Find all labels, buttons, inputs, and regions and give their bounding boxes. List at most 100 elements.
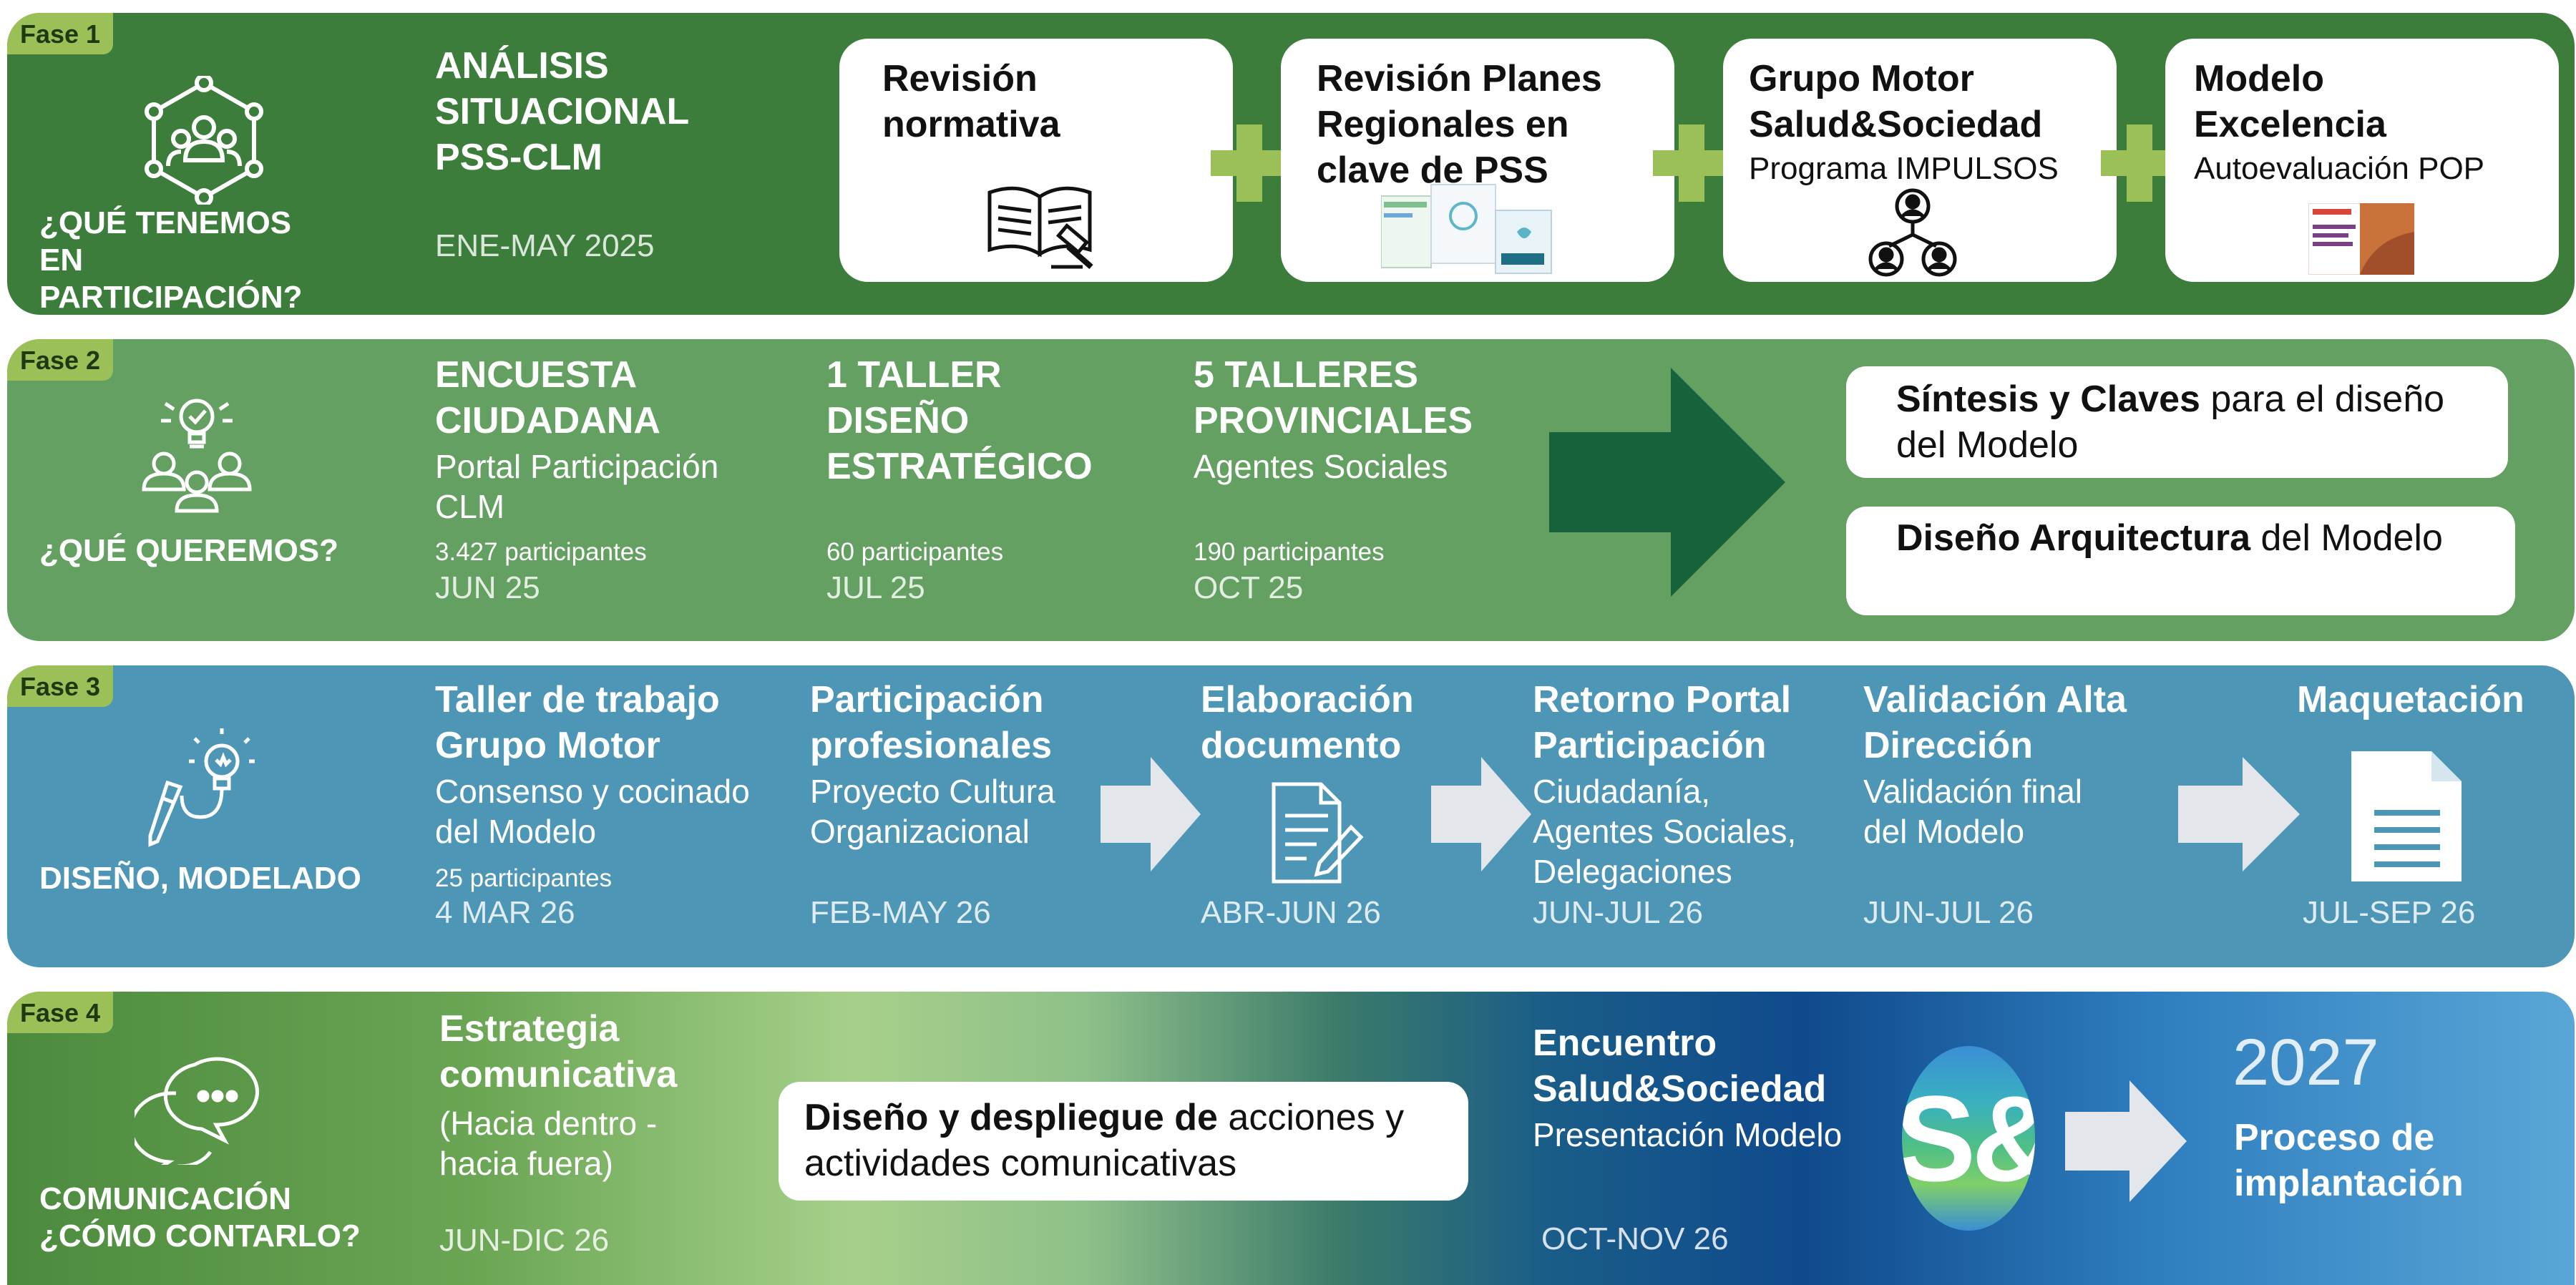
phase3-question: DISEÑO, MODELADO [39, 861, 361, 896]
column-subtitle: Ciudadanía, Agentes Sociales, Delegacion… [1533, 773, 1797, 890]
logo-text: S& [1902, 1071, 2035, 1207]
column-title: Elaboración documento [1201, 679, 1414, 766]
chat-bubbles-icon [129, 1050, 263, 1174]
phase4-band: Fase 4 COMUNICACIÓN ¿CÓMO CONTARLO? Estr… [7, 992, 2575, 1285]
arrow-right [1101, 757, 1201, 875]
phase1-band: Fase 1 ¿QUÉ TENEMOS EN PARTICIPACIÓN? AN… [7, 13, 2575, 315]
salud-sociedad-logo: S& [1902, 1046, 2035, 1231]
phase4-tag: Fase 4 [7, 992, 114, 1033]
excellence-report-thumbnail [2308, 202, 2415, 275]
phase3-tag: Fase 3 [7, 665, 114, 707]
phase1-tag: Fase 1 [7, 13, 114, 54]
strategy-block: Estrategia comunicativa (Hacia dentro - … [439, 1006, 754, 1183]
pill-rest: acciones y actividades comunicativas [804, 1097, 1405, 1184]
big-arrow-right [1549, 368, 1792, 600]
output-synthesis: Síntesis y Claves para el diseño del Mod… [1846, 366, 2508, 478]
card-revision-normativa: Revisión normativa [839, 39, 1233, 282]
phase3-column: Elaboración documento [1201, 677, 1473, 768]
card-title: Grupo Motor Salud&Sociedad [1749, 58, 2043, 145]
plus-connector [1653, 124, 1730, 202]
phase3-column: Participación profesionales Proyecto Cul… [810, 677, 1111, 851]
card-modelo-excelencia: Modelo Excelencia Autoevaluación POP [2165, 39, 2559, 282]
column-subtitle: Proyecto Cultura Organizacional [810, 773, 1055, 850]
column-count: 190 participantes [1194, 538, 1385, 566]
column-date: JUN-JUL 26 [1533, 895, 1703, 930]
phase2-question: ¿QUÉ QUEREMOS? [39, 533, 339, 568]
phase2-tag: Fase 2 [7, 339, 114, 381]
column-date: JUN-JUL 26 [1863, 895, 2034, 930]
question-line: COMUNICACIÓN [39, 1181, 291, 1216]
phase1-question: ¿QUÉ TENEMOS EN PARTICIPACIÓN? [39, 205, 303, 315]
open-book-gavel-icon [982, 178, 1104, 275]
column-subtitle: Portal Participación CLM [435, 448, 719, 525]
output-bold: Síntesis y Claves [1896, 378, 2200, 420]
phase3-column: Retorno Portal Participación Ciudadanía,… [1533, 677, 1848, 891]
phase4-question: COMUNICACIÓN ¿CÓMO CONTARLO? [39, 1181, 361, 1255]
final-title: Proceso de implantación [2234, 1117, 2464, 1204]
column-title: Participación profesionales [810, 679, 1053, 766]
communication-actions-pill: Diseño y despliegue de acciones y activi… [779, 1082, 1468, 1201]
plus-connector [2101, 124, 2178, 202]
column-subtitle: Agentes Sociales [1194, 448, 1448, 485]
column-date: OCT 25 [1194, 570, 1304, 605]
column-title: ENCUESTA CIUDADANA [435, 354, 660, 441]
encuentro-block: Encuentro Salud&Sociedad Presentación Mo… [1533, 1020, 1905, 1155]
phase1-title: ANÁLISIS SITUACIONAL PSS-CLM [435, 45, 689, 178]
year-label: 2027 [2233, 1026, 2379, 1099]
question-line: ¿CÓMO CONTARLO? [39, 1218, 361, 1254]
card-revision-planes: Revisión Planes Regionales en clave de P… [1281, 39, 1674, 282]
strategy-date: JUN-DIC 26 [439, 1223, 610, 1258]
output-architecture: Diseño Arquitectura del Modelo [1846, 507, 2515, 615]
output-rest: del Modelo [2250, 517, 2443, 559]
column-date: 4 MAR 26 [435, 895, 575, 930]
card-title: Modelo Excelencia [2194, 58, 2386, 145]
lightbulb-people-icon [132, 389, 261, 522]
arrow-right [1431, 757, 1531, 875]
phase3-column: Taller de trabajo Grupo Motor Consenso y… [435, 677, 807, 851]
encuentro-subtitle: Presentación Modelo [1533, 1116, 1843, 1153]
card-grupo-motor: Grupo Motor Salud&Sociedad Programa IMPU… [1723, 39, 2117, 282]
phase2-band: Fase 2 ¿QUÉ QUEREMOS? ENCUESTA CIUDADANA… [7, 339, 2575, 641]
column-count: 60 participantes [826, 538, 1004, 566]
column-date: JUN 25 [435, 570, 540, 605]
column-subtitle: Validación final del Modelo [1863, 773, 2083, 850]
column-date: JUL 25 [826, 570, 925, 605]
encuentro-title: Encuentro Salud&Sociedad [1533, 1022, 1827, 1110]
document-pen-icon [1267, 780, 1367, 891]
strategy-subtitle: (Hacia dentro - hacia fuera) [439, 1105, 658, 1182]
phase3-band: Fase 3 DISEÑO, MODELADO Taller de trabaj… [7, 665, 2575, 967]
pill-bold: Diseño y despliegue de [804, 1097, 1218, 1138]
card-subtitle: Autoevaluación POP [2194, 151, 2485, 186]
regional-plans-thumbnail [1380, 182, 1553, 275]
people-network-icon [140, 74, 268, 208]
people-hierarchy-icon [1866, 187, 1959, 283]
column-date: FEB-MAY 26 [810, 895, 991, 930]
phase1-date: ENE-MAY 2025 [435, 228, 655, 263]
column-count: 25 participantes [435, 864, 613, 892]
plus-connector [1211, 124, 1288, 202]
phase2-column: 1 TALLER DISEÑO ESTRATÉGICO [826, 352, 1127, 489]
output-bold: Diseño Arquitectura [1896, 517, 2251, 559]
column-title: Taller de trabajo Grupo Motor [435, 679, 720, 766]
column-title: 5 TALLERES PROVINCIALES [1194, 354, 1473, 441]
card-title: Revisión normativa [882, 58, 1060, 145]
phase2-column: 5 TALLERES PROVINCIALES Agentes Sociales [1194, 352, 1508, 487]
column-date: ABR-JUN 26 [1201, 895, 1381, 930]
arrow-right [2178, 757, 2300, 875]
card-subtitle: Programa IMPULSOS [1749, 151, 2059, 186]
pencil-lightbulb-icon [129, 727, 265, 852]
document-icon [2346, 748, 2467, 888]
column-subtitle: Consenso y cocinado del Modelo [435, 773, 750, 850]
phase3-column: Validación Alta Dirección Validación fin… [1863, 677, 2178, 851]
output-rest: para el diseño del Modelo [1896, 378, 2445, 466]
column-title: 1 TALLER DISEÑO ESTRATÉGICO [826, 354, 1093, 487]
phase2-column: ENCUESTA CIUDADANA Portal Participación … [435, 352, 807, 527]
encuentro-date: OCT-NOV 26 [1541, 1221, 1729, 1256]
column-title: Validación Alta Dirección [1863, 679, 2127, 766]
column-title: Retorno Portal Participación [1533, 679, 1792, 766]
arrow-right [2065, 1080, 2187, 1206]
card-title: Revisión Planes Regionales en clave de P… [1317, 58, 1602, 191]
column-title: Maquetación [2297, 679, 2524, 720]
column-date: JUL-SEP 26 [2303, 895, 2476, 930]
column-count: 3.427 participantes [435, 538, 647, 566]
